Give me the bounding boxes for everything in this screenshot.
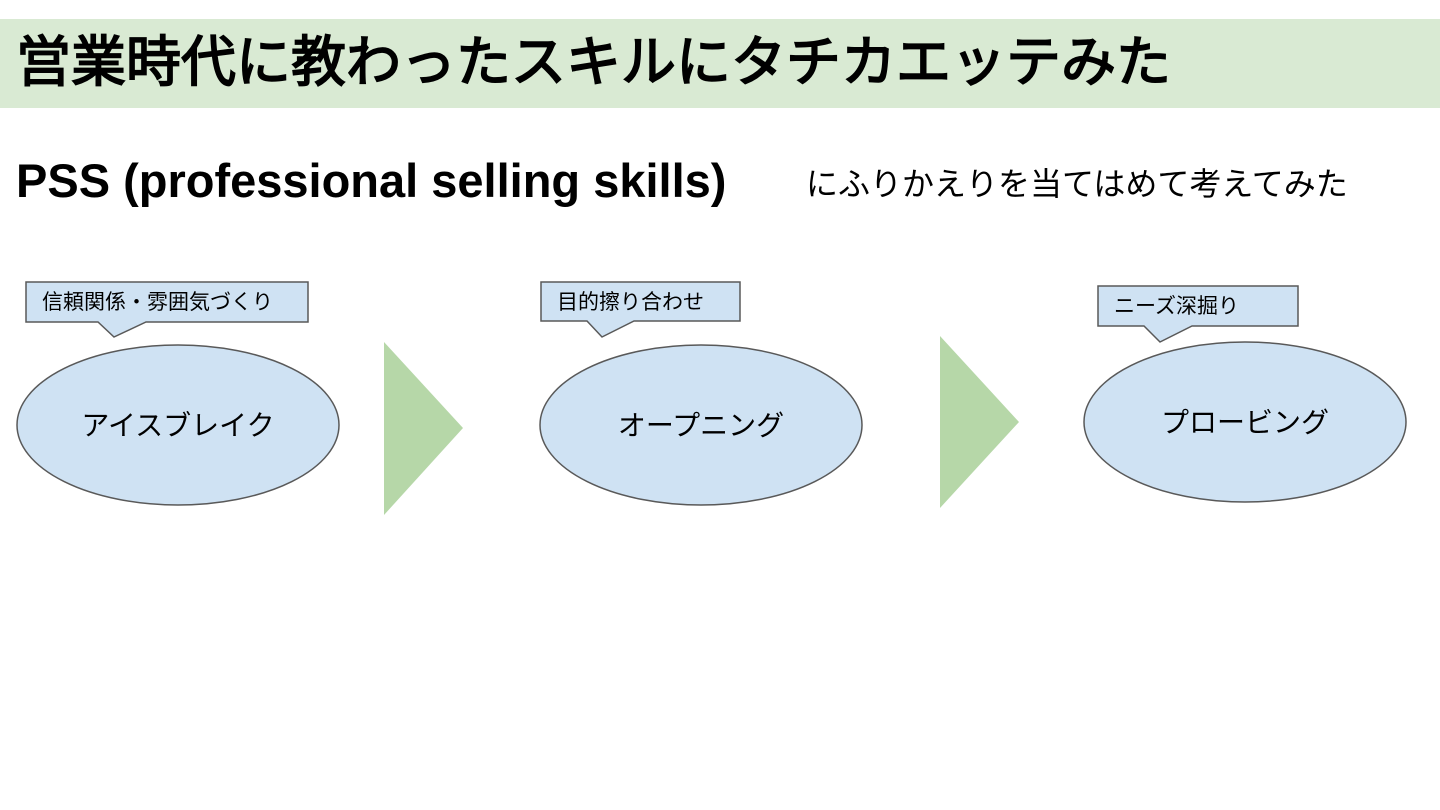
arrow-2 — [940, 336, 1019, 508]
stage-1-label: アイスブレイク — [81, 409, 274, 442]
stage-1-node — [16, 344, 340, 506]
stage-2-callout-box — [540, 281, 741, 338]
stage-2-callout-text: 目的擦り合わせ — [557, 290, 704, 314]
stage-3-node — [1083, 341, 1407, 503]
stage-1: 信頼関係・雰囲気づくり アイスブレイク — [16, 281, 340, 506]
stage-3-label: プロービング — [1161, 406, 1329, 439]
stage-1-callout-text: 信頼関係・雰囲気づくり — [42, 290, 273, 314]
title-bar — [0, 19, 1440, 108]
stage-3-callout-text: ニーズ深掘り — [1114, 294, 1239, 318]
stage-2-node — [539, 344, 863, 506]
subtitle-main: PSS (professional selling skills) — [16, 154, 727, 207]
arrow-1 — [384, 342, 463, 515]
stage-3: ニーズ深掘り プロービング — [1083, 285, 1407, 503]
subtitle-sub: にふりかえりを当てはめて考えてみた — [806, 165, 1348, 203]
stage-3-callout-box — [1097, 285, 1299, 343]
stage-2: 目的擦り合わせ オープニング — [539, 281, 863, 506]
slide-title: 営業時代に教わったスキルにタチカエッテみた — [16, 30, 1172, 94]
stage-2-label: オープニング — [618, 409, 784, 442]
stage-1-callout-box — [25, 281, 309, 338]
